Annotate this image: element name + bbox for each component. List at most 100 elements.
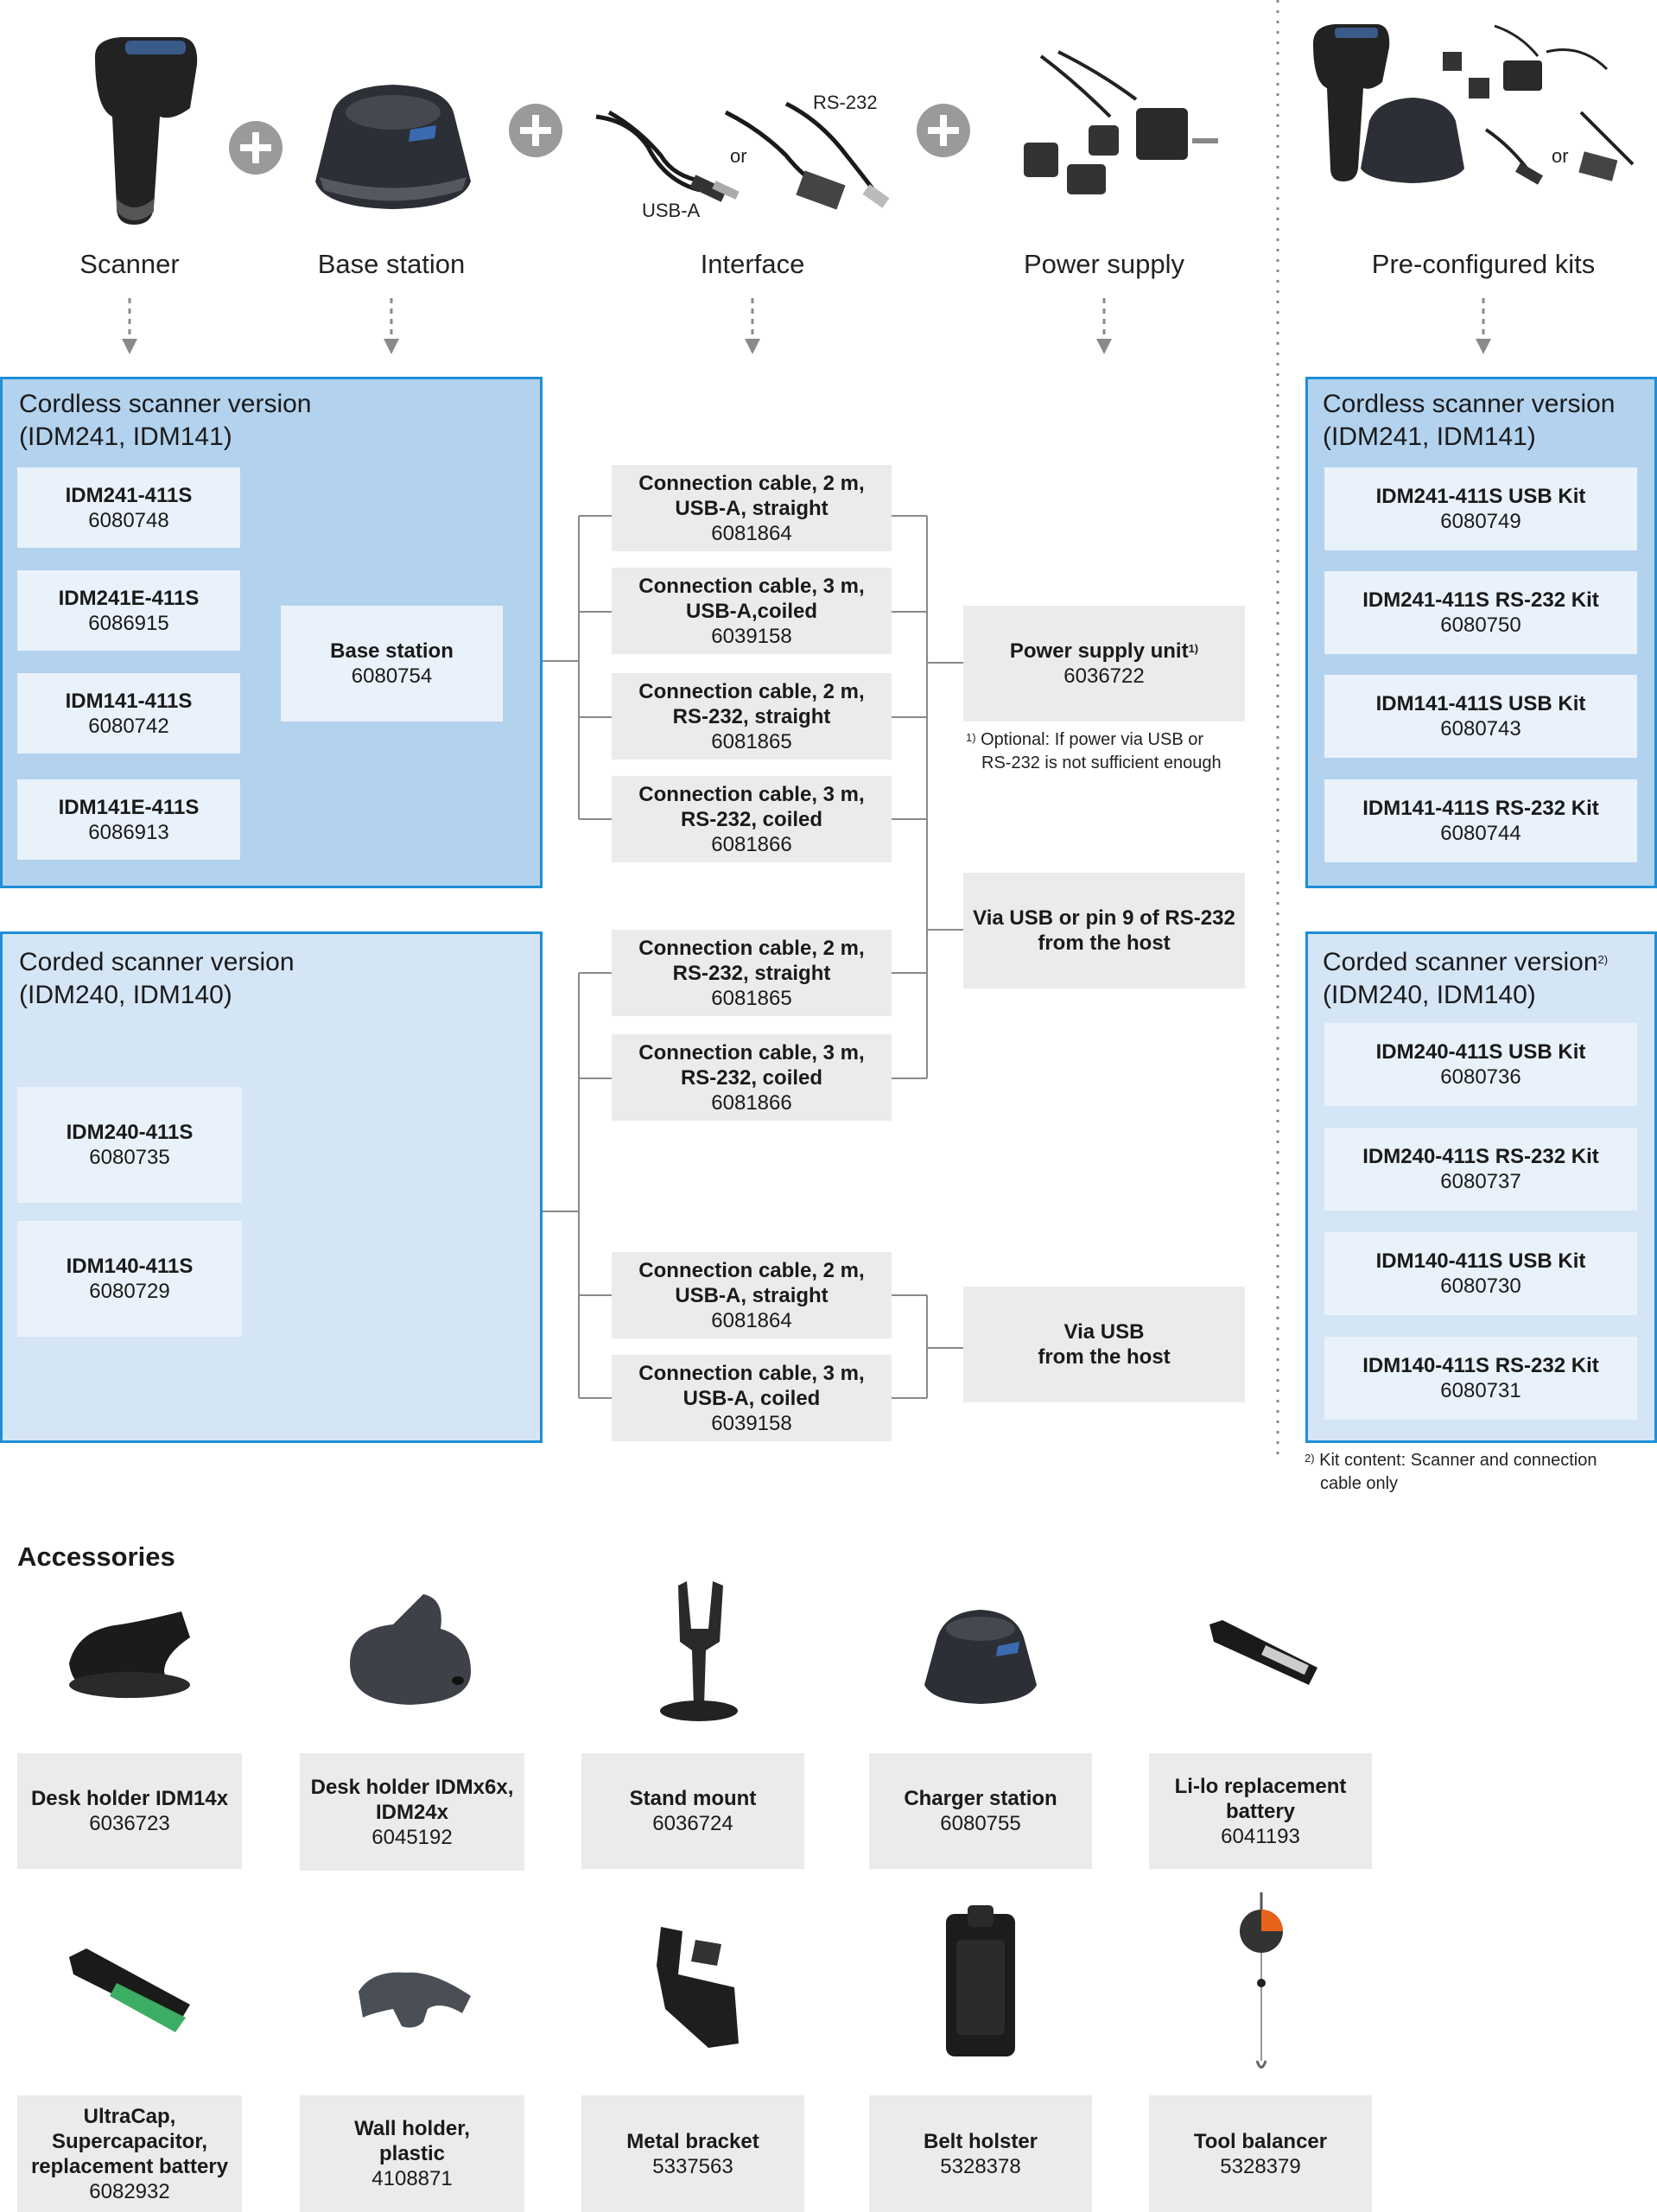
via-usb-rs232-box[interactable]: Via USB or pin 9 of RS-232 from the host bbox=[963, 873, 1245, 988]
cable-box[interactable]: Connection cable, 3 m, RS-232, coiled 60… bbox=[612, 1034, 892, 1121]
psu-name: Power supply unit1) bbox=[1009, 639, 1199, 663]
cable-line1: Connection cable, 2 m, bbox=[638, 679, 865, 703]
cable-number: 6039158 bbox=[711, 1411, 792, 1435]
accessory-number: 5328379 bbox=[1220, 2154, 1301, 2178]
cable-line2: RS-232, coiled bbox=[680, 1065, 823, 1090]
cable-box[interactable]: Connection cable, 2 m, USB-A, straight 6… bbox=[612, 1252, 892, 1338]
cable-line2: RS-232, coiled bbox=[680, 807, 823, 831]
cable-line2: USB-A, coiled bbox=[682, 1386, 821, 1410]
kit-number: 6080749 bbox=[1440, 510, 1521, 533]
accessory-name: Wall holder, bbox=[354, 2117, 470, 2140]
kit-name: IDM241-411S USB Kit bbox=[1375, 485, 1586, 508]
label-interface: Interface bbox=[700, 249, 805, 279]
cable-box[interactable]: Connection cable, 2 m, RS-232, straight … bbox=[612, 673, 892, 760]
label-base-station: Base station bbox=[317, 249, 466, 279]
kit-box[interactable]: IDM240-411S USB Kit 6080736 bbox=[1324, 1023, 1637, 1106]
accessory-number: 6036724 bbox=[652, 1812, 733, 1835]
accessory-name: IDM24x bbox=[375, 1800, 449, 1824]
accessory-number: 6082932 bbox=[89, 2179, 170, 2203]
power-supply-unit-box[interactable]: Power supply unit1) 6036722 bbox=[963, 606, 1245, 721]
power-supply-image bbox=[1024, 50, 1218, 194]
cable-box[interactable]: Connection cable, 3 m, USB-A, coiled 603… bbox=[612, 1355, 892, 1441]
accessory-metal-bracket[interactable]: Metal bracket 5337563 bbox=[581, 2095, 804, 2212]
kit-number: 6080736 bbox=[1440, 1065, 1521, 1089]
kit-name: IDM240-411S RS-232 Kit bbox=[1362, 1145, 1599, 1168]
cable-line1: Connection cable, 3 m, bbox=[638, 782, 865, 806]
product-idm141e-411s[interactable]: IDM141E-411S 6086913 bbox=[17, 779, 240, 860]
product-idm141-411s[interactable]: IDM141-411S 6080742 bbox=[17, 673, 240, 753]
cable-box[interactable]: Connection cable, 2 m, USB-A, straight 6… bbox=[612, 465, 892, 551]
kits-image bbox=[1313, 24, 1635, 185]
product-name: IDM141-411S bbox=[65, 689, 193, 713]
stand-mount-icon bbox=[660, 1581, 738, 1721]
scanner-image bbox=[95, 37, 198, 225]
accessories-heading: Accessories bbox=[17, 1541, 175, 1572]
via-line2: from the host bbox=[1038, 1345, 1171, 1369]
accessory-ultracap[interactable]: UltraCap, Supercapacitor, replacement ba… bbox=[17, 2095, 242, 2212]
product-idm241-411s[interactable]: IDM241-411S 6080748 bbox=[17, 467, 240, 548]
accessory-name: Stand mount bbox=[629, 1787, 757, 1810]
kit-number: 6080730 bbox=[1440, 1274, 1521, 1298]
kit-name: IDM241-411S RS-232 Kit bbox=[1362, 588, 1599, 612]
kit-box[interactable]: IDM241-411S RS-232 Kit 6080750 bbox=[1324, 571, 1637, 654]
accessory-wall-holder[interactable]: Wall holder, plastic 4108871 bbox=[300, 2095, 524, 2212]
accessory-name: Metal bracket bbox=[626, 2129, 759, 2153]
product-name: IDM140-411S bbox=[66, 1255, 194, 1278]
accessory-name: UltraCap, bbox=[83, 2104, 176, 2128]
cable-line1: Connection cable, 2 m, bbox=[638, 471, 865, 495]
accessory-tool-balancer[interactable]: Tool balancer 5328379 bbox=[1149, 2095, 1372, 2212]
product-number: 6080735 bbox=[89, 1146, 170, 1169]
accessory-name: battery bbox=[1225, 1799, 1296, 1823]
product-name: IDM240-411S bbox=[66, 1121, 194, 1144]
cable-box[interactable]: Connection cable, 3 m, RS-232, coiled 60… bbox=[612, 776, 892, 862]
kits-corded-title: Corded scanner version2) (IDM240, IDM140… bbox=[1323, 948, 1609, 1009]
tool-balancer-icon bbox=[1240, 1892, 1283, 2069]
kit-box[interactable]: IDM240-411S RS-232 Kit 6080737 bbox=[1324, 1128, 1637, 1211]
kit-box[interactable]: IDM140-411S RS-232 Kit 6080731 bbox=[1324, 1337, 1637, 1420]
kit-box[interactable]: IDM140-411S USB Kit 6080730 bbox=[1324, 1232, 1637, 1315]
accessory-desk-holder-idm14x[interactable]: Desk holder IDM14x 6036723 bbox=[17, 1753, 242, 1869]
cordless-title-line2: (IDM241, IDM141) bbox=[19, 423, 232, 451]
product-idm241e-411s[interactable]: IDM241E-411S 6086915 bbox=[17, 570, 240, 651]
accessory-name: Belt holster bbox=[923, 2129, 1038, 2153]
accessory-desk-holder-idmx6x[interactable]: Desk holder IDMx6x, IDM24x 6045192 bbox=[300, 1753, 524, 1871]
cable-line1: Connection cable, 3 m, bbox=[638, 574, 865, 598]
accessory-stand-mount[interactable]: Stand mount 6036724 bbox=[581, 1753, 804, 1869]
wall-holder-icon bbox=[359, 1972, 471, 2028]
cable-line1: Connection cable, 3 m, bbox=[638, 1040, 865, 1065]
kit-box[interactable]: IDM141-411S RS-232 Kit 6080744 bbox=[1324, 779, 1637, 862]
accessory-name: Tool balancer bbox=[1193, 2129, 1328, 2153]
kits-footnote: 2) Kit content: Scanner and connection c… bbox=[1305, 1451, 1597, 1493]
power-footnote: 1) Optional: If power via USB or RS-232 … bbox=[966, 730, 1222, 772]
cable-line1: Connection cable, 2 m, bbox=[638, 936, 865, 960]
accessory-number: 6045192 bbox=[371, 1825, 453, 1849]
accessory-number: 6080755 bbox=[940, 1812, 1021, 1835]
cordless-title-line1: Cordless scanner version bbox=[19, 390, 312, 418]
via-line2: from the host bbox=[1038, 931, 1171, 955]
cable-box[interactable]: Connection cable, 2 m, RS-232, straight … bbox=[612, 930, 892, 1016]
accessory-li-lo-battery[interactable]: Li-lo replacement battery 6041193 bbox=[1149, 1753, 1372, 1869]
label-pre-configured-kits: Pre-configured kits bbox=[1371, 249, 1596, 279]
product-name: IDM241-411S bbox=[65, 483, 193, 507]
plus-icon bbox=[509, 104, 562, 157]
cable-number: 6081866 bbox=[711, 1090, 792, 1115]
product-number: 6080742 bbox=[88, 714, 169, 738]
kit-name: IDM141-411S RS-232 Kit bbox=[1362, 797, 1599, 820]
product-name: IDM141E-411S bbox=[58, 795, 200, 819]
accessory-charger-station[interactable]: Charger station 6080755 bbox=[869, 1753, 1092, 1869]
kit-name: IDM140-411S USB Kit bbox=[1375, 1249, 1586, 1273]
kit-number: 6080731 bbox=[1440, 1379, 1521, 1402]
kit-box[interactable]: IDM241-411S USB Kit 6080749 bbox=[1324, 467, 1637, 550]
kit-name: IDM140-411S RS-232 Kit bbox=[1362, 1354, 1599, 1377]
base-station-box[interactable]: Base station 6080754 bbox=[281, 606, 503, 721]
via-usb-box[interactable]: Via USB from the host bbox=[963, 1287, 1245, 1402]
product-idm140-411s[interactable]: IDM140-411S 6080729 bbox=[17, 1221, 242, 1337]
label-scanner: Scanner bbox=[79, 249, 180, 279]
accessory-name: Desk holder IDM14x bbox=[30, 1787, 229, 1810]
cable-box[interactable]: Connection cable, 3 m, USB-A,coiled 6039… bbox=[612, 568, 892, 654]
product-name: Base station bbox=[330, 639, 454, 663]
kit-box[interactable]: IDM141-411S USB Kit 6080743 bbox=[1324, 675, 1637, 758]
accessory-belt-holster[interactable]: Belt holster 5328378 bbox=[869, 2095, 1092, 2212]
desk-holder-icon bbox=[69, 1611, 190, 1699]
product-idm240-411s[interactable]: IDM240-411S 6080735 bbox=[17, 1087, 242, 1203]
